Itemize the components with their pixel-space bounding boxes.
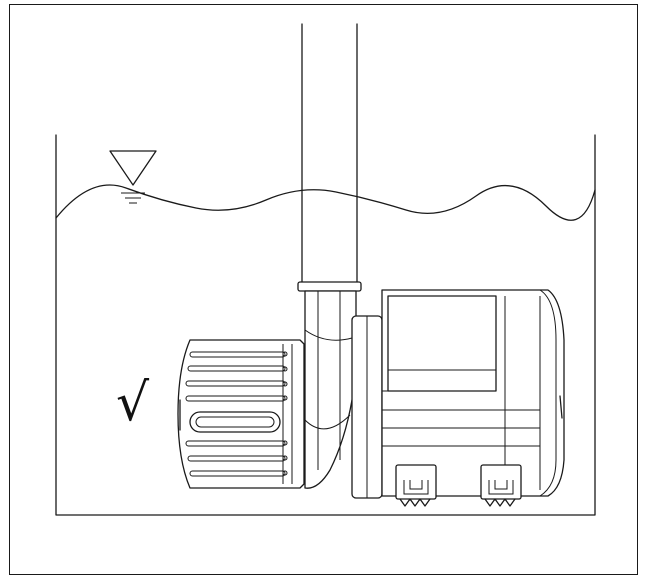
- pump-motor: [381, 289, 565, 497]
- diagram-frame: [9, 4, 638, 575]
- suction-foot-left: [395, 464, 437, 507]
- water-level-icon: [109, 150, 157, 204]
- tank-outline: [55, 134, 596, 516]
- coupling-ring: [351, 315, 383, 499]
- outlet-pipe: [297, 23, 362, 292]
- suction-foot-right: [480, 464, 522, 507]
- water-surface-wave: [55, 184, 596, 221]
- pump-volute: [304, 290, 358, 489]
- intake-cage: [177, 339, 305, 489]
- correct-placement-mark: √: [116, 373, 150, 433]
